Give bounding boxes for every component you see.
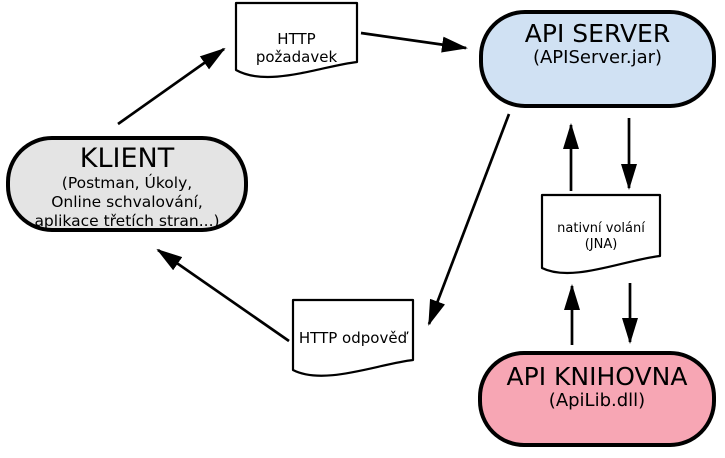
node-klient-line-1: (Postman, Úkoly, <box>61 174 193 192</box>
arrow-server-to-response <box>427 113 511 326</box>
node-api-server-subtitle: (APIServer.jar) <box>532 47 663 68</box>
arrow-request-to-server <box>360 31 468 53</box>
node-klient-line-2: Online schvalování, <box>51 193 203 211</box>
node-klient-line-3: aplikace třetích stran...) <box>34 212 220 230</box>
node-klient: KLIENT (Postman, Úkoly, Online schvalová… <box>6 136 248 232</box>
http-request-label-text: HTTP požadavek <box>255 30 338 66</box>
document-native-call <box>540 193 662 275</box>
native-call-sublabel-text: (JNA) <box>584 237 618 252</box>
node-api-knihovna-subtitle: (ApiLib.dll) <box>548 390 646 411</box>
document-http-request <box>234 1 359 79</box>
node-api-server-title: API SERVER <box>524 19 671 48</box>
native-call-label-text: nativní volání <box>557 221 645 236</box>
document-http-request-label: HTTP požadavek <box>236 3 357 66</box>
node-klient-title: KLIENT <box>79 143 175 174</box>
document-native-call-label: nativní volání (JNA) <box>542 195 660 257</box>
node-api-knihovna: API KNIHOVNA (ApiLib.dll) <box>478 351 716 447</box>
document-http-response <box>291 298 415 377</box>
arrow-klient-to-request <box>117 47 226 126</box>
document-http-response-label: HTTP odpověď <box>293 300 413 362</box>
arrow-response-to-klient <box>156 248 290 343</box>
node-api-server: API SERVER (APIServer.jar) <box>479 10 716 108</box>
http-response-label-text: HTTP odpověď <box>298 329 408 347</box>
node-api-knihovna-title: API KNIHOVNA <box>506 362 688 391</box>
